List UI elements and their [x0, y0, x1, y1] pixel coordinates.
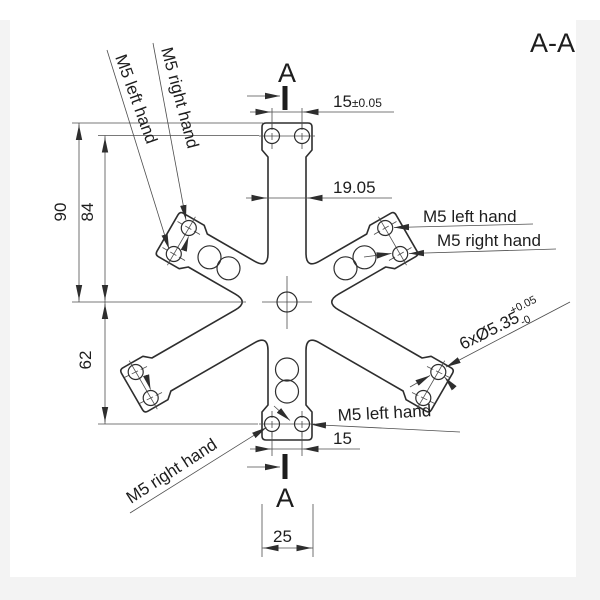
- leader-bottom-right: [310, 422, 461, 433]
- dim-90: 90: [51, 203, 70, 222]
- dimension-lines: [75, 108, 394, 552]
- dim-25: 25: [273, 527, 292, 546]
- dim-19-05: 19.05: [333, 178, 376, 197]
- leader-right-upper: [393, 223, 534, 231]
- dim-15-tol: 15±0.05: [333, 92, 382, 111]
- thread-arrow-bottom: [273, 405, 291, 421]
- label-right-lower: M5 right hand: [437, 231, 541, 250]
- m5-holes: [124, 123, 450, 437]
- label-top-left-outer: M5 left hand: [111, 52, 161, 146]
- leader-lines: [106, 42, 571, 514]
- section-view-title: A-A: [530, 28, 575, 58]
- thread-arrow-ur: [363, 252, 392, 259]
- leader-bottom-left: [129, 427, 267, 514]
- peanut-cutouts: [197, 245, 377, 404]
- dim-84: 84: [78, 203, 97, 222]
- section-letter-top: A: [278, 58, 296, 88]
- thread-arrow-ll: [142, 374, 151, 390]
- hole-radial-centerlines: [124, 123, 450, 437]
- section-marker-bottom: A: [247, 454, 294, 513]
- dim-15-bottom: 15: [333, 429, 352, 448]
- label-bottom-left: M5 right hand: [123, 435, 221, 508]
- hole-centerlines: [128, 135, 446, 425]
- leader-top-left-inner: [152, 42, 187, 221]
- leader-right-lower: [408, 248, 557, 257]
- sheet-margins: [0, 20, 600, 600]
- part-outline: [119, 122, 455, 441]
- label-top-left-inner: M5 right hand: [157, 45, 202, 150]
- label-right-upper: M5 left hand: [423, 207, 517, 226]
- section-letter-bottom: A: [276, 483, 294, 513]
- thread-arrow-lr2: [409, 375, 431, 388]
- leader-hole-callout: [445, 301, 571, 368]
- section-marker-top: A: [247, 58, 296, 110]
- leader-top-left-outer: [106, 49, 170, 250]
- thread-arrow-ul: [180, 236, 189, 252]
- center-hole: [262, 276, 312, 329]
- label-bottom-right: M5 left hand: [337, 401, 431, 425]
- hole-callout: 6xØ5.35-0+0.05: [455, 294, 546, 357]
- hole-circles: [127, 127, 447, 433]
- dim-62: 62: [76, 351, 95, 370]
- thread-arrow-lr1: [444, 376, 457, 391]
